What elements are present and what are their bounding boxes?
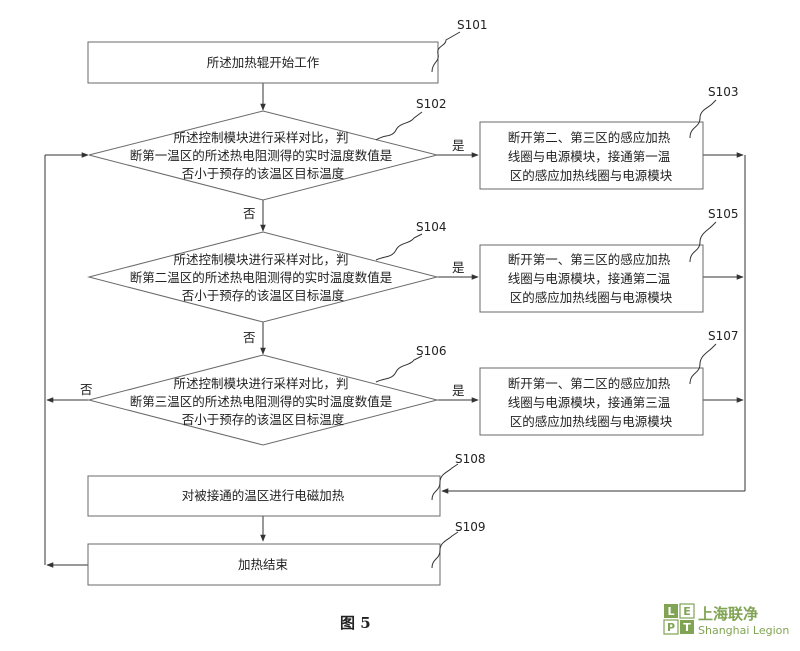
s104-leader <box>375 233 423 261</box>
s107-box <box>479 367 704 436</box>
figure-caption: 图 5 <box>340 614 371 632</box>
s102-no-label: 否 <box>243 206 256 221</box>
s107-text: 断开第一、第二区的感应加热 线圈与电源模块，接通第三温 区的感应加热线圈与电源模… <box>508 376 675 429</box>
s104-yes-label: 是 <box>452 260 465 275</box>
s103-text: 断开第二、第三区的感应加热 线圈与电源模块，接通第一温 区的感应加热线圈与电源模… <box>508 130 675 183</box>
s106-text: 所述控制模块进行采样对比，判 断第三温区的所述热电阻测得的实时温度数值是 否小于… <box>130 376 397 427</box>
s103-id: S103 <box>708 85 739 99</box>
s105-text: 断开第一、第三区的感应加热 线圈与电源模块，接通第二温 区的感应加热线圈与电源模… <box>508 252 675 305</box>
watermark-tile-l <box>664 604 678 618</box>
s102-leader <box>375 111 423 141</box>
s102-yes-label: 是 <box>452 138 465 153</box>
watermark-tile-e <box>679 603 695 619</box>
connectors <box>44 83 746 568</box>
watermark-en: Shanghai Legion <box>698 624 789 637</box>
s104-id: S104 <box>416 220 447 234</box>
s109-id: S109 <box>455 520 486 534</box>
s105-leader <box>689 221 717 263</box>
watermark-tile-t <box>680 620 694 634</box>
watermark-letter-l: L <box>667 605 674 618</box>
s101-leader <box>431 31 461 73</box>
s102-diamond <box>88 110 438 201</box>
watermark-tile-p <box>663 619 679 635</box>
s109-text: 加热结束 <box>238 557 289 572</box>
s109-box <box>87 543 441 586</box>
step-callouts: S101 S102 S103 S104 S105 S106 S107 S108 … <box>375 18 739 569</box>
s104-no-label: 否 <box>243 330 256 345</box>
s105-box <box>479 244 704 313</box>
s107-leader <box>689 343 717 385</box>
watermark-letter-t: T <box>683 621 691 634</box>
s103-leader <box>689 99 717 139</box>
s106-no-label: 否 <box>80 382 93 397</box>
s106-diamond <box>87 354 439 446</box>
s106-id: S106 <box>416 344 447 358</box>
s105-id: S105 <box>708 207 739 221</box>
s104-text: 所述控制模块进行采样对比，判 断第二温区的所述热电阻测得的实时温度数值是 否小于… <box>130 252 397 303</box>
s101-id: S101 <box>457 18 488 32</box>
s106-yes-label: 是 <box>452 383 465 398</box>
s109-leader <box>431 531 459 569</box>
s102-text: 所述控制模块进行采样对比，判 断第一温区的所述热电阻测得的实时温度数值是 否小于… <box>130 130 397 181</box>
s104-diamond <box>87 231 439 323</box>
s101-box <box>87 41 439 84</box>
s103-box <box>479 121 704 190</box>
watermark-letter-p: P <box>667 621 675 634</box>
watermark-logo: L E P T 上海联净 Shanghai Legion <box>663 603 789 637</box>
s108-box <box>87 475 441 517</box>
s108-id: S108 <box>455 452 486 466</box>
s106-leader <box>375 355 423 383</box>
watermark-letter-e: E <box>683 605 691 618</box>
s101-text: 所述加热辊开始工作 <box>207 55 320 70</box>
s108-leader <box>431 463 459 501</box>
watermark-cn: 上海联净 <box>698 605 758 623</box>
s102-id: S102 <box>416 97 447 111</box>
s108-text: 对被接通的温区进行电磁加热 <box>182 488 345 503</box>
s107-id: S107 <box>708 329 739 343</box>
